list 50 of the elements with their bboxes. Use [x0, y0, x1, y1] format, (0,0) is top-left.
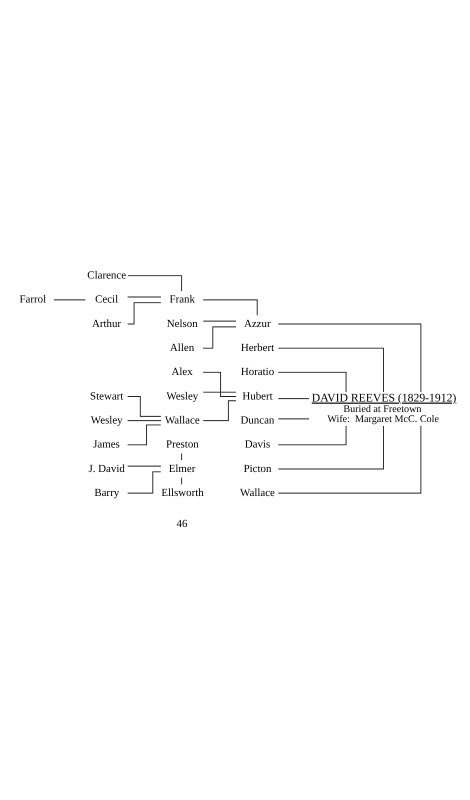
node-text: Wesley — [90, 414, 123, 427]
connector — [53, 299, 86, 300]
connector — [181, 453, 182, 461]
connector — [278, 348, 384, 392]
node-text: Alex — [171, 366, 193, 378]
connector — [127, 466, 162, 467]
node-text: James — [93, 438, 120, 451]
connector — [127, 424, 162, 446]
node-text: Ellsworth — [161, 487, 204, 500]
node-text: Horatio — [240, 366, 274, 378]
node-text: Wesley — [166, 390, 198, 402]
node-text: Stewart — [90, 390, 124, 402]
connector — [181, 477, 182, 485]
connector — [202, 299, 258, 316]
node-text: Azzur — [244, 318, 271, 330]
node-text: Picton — [244, 462, 272, 475]
node-text: Wallace — [240, 487, 275, 500]
connector — [278, 425, 422, 494]
connector — [127, 296, 162, 298]
node-text: Wallace — [164, 414, 200, 427]
node-text: Herbert — [240, 342, 274, 354]
connector — [202, 400, 236, 422]
node-text: Arthur — [92, 318, 122, 330]
connector — [278, 425, 347, 446]
connector — [202, 392, 237, 393]
connector — [278, 418, 310, 420]
node-text: DAVID REEVES (1829-1912) Buried at Freetown Wife: Margaret McC. Cole — [312, 392, 456, 426]
node-text: Farrol — [20, 294, 46, 306]
connector — [127, 471, 162, 494]
connector — [202, 320, 237, 322]
connector — [127, 275, 182, 292]
node-text: Davis — [244, 438, 270, 451]
label: 46 — [176, 518, 188, 530]
node-text: Duncan — [240, 414, 274, 427]
node-text: Nelson — [166, 318, 198, 330]
node-text: Hubert — [242, 390, 273, 402]
node-text: Clarence — [87, 270, 126, 282]
connector — [278, 426, 384, 470]
node-text: Frank — [170, 294, 195, 306]
connector — [278, 398, 310, 400]
connector — [278, 372, 347, 393]
node-text: Preston — [166, 438, 199, 451]
connector — [278, 324, 422, 393]
node-text: J. David — [88, 462, 125, 475]
node-text: Cecil — [95, 294, 118, 306]
connector — [202, 372, 237, 397]
node-text: Elmer — [168, 462, 196, 475]
node-text: Allen — [170, 342, 194, 354]
node-text: Barry — [94, 487, 120, 500]
connector — [127, 420, 162, 422]
